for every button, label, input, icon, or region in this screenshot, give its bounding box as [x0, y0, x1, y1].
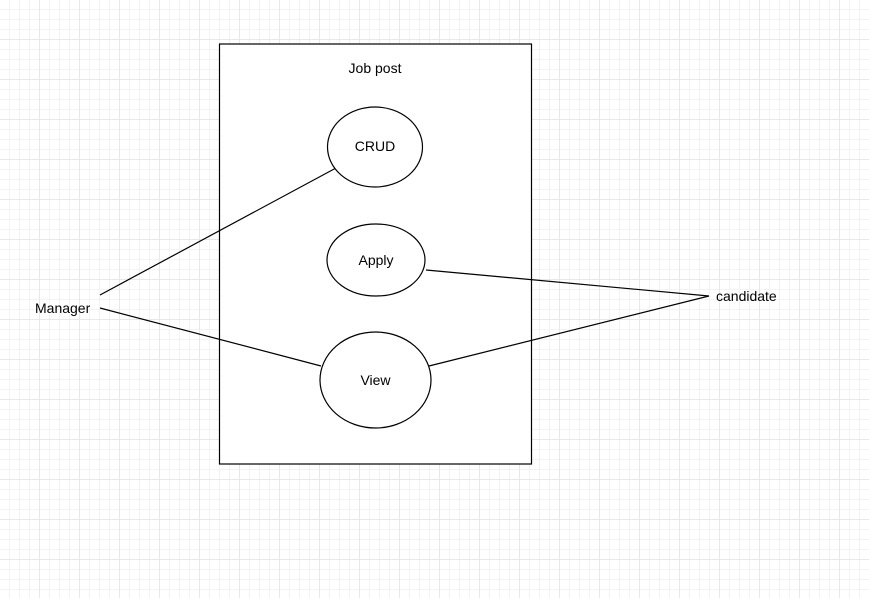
use-case-crud-ellipse[interactable] [326, 106, 424, 188]
use-case-view[interactable]: View [319, 331, 432, 429]
use-case-apply[interactable]: Apply [326, 223, 426, 297]
use-case-crud-label: CRUD [355, 138, 395, 154]
use-case-apply-ellipse[interactable] [326, 223, 426, 297]
use-case-apply-label: Apply [358, 252, 393, 268]
system-title: Job post [349, 60, 402, 76]
association-candidate-view[interactable] [428, 295, 710, 367]
association-manager-view[interactable] [99, 307, 322, 367]
actor-manager[interactable]: Manager [35, 300, 91, 316]
association-candidate-apply[interactable] [425, 269, 710, 297]
use-case-view-label: View [360, 372, 391, 388]
use-case-view-ellipse[interactable] [319, 331, 432, 429]
association-manager-crud[interactable] [99, 167, 337, 296]
actor-candidate[interactable]: candidate [716, 288, 777, 304]
use-case-crud[interactable]: CRUD [326, 106, 424, 188]
